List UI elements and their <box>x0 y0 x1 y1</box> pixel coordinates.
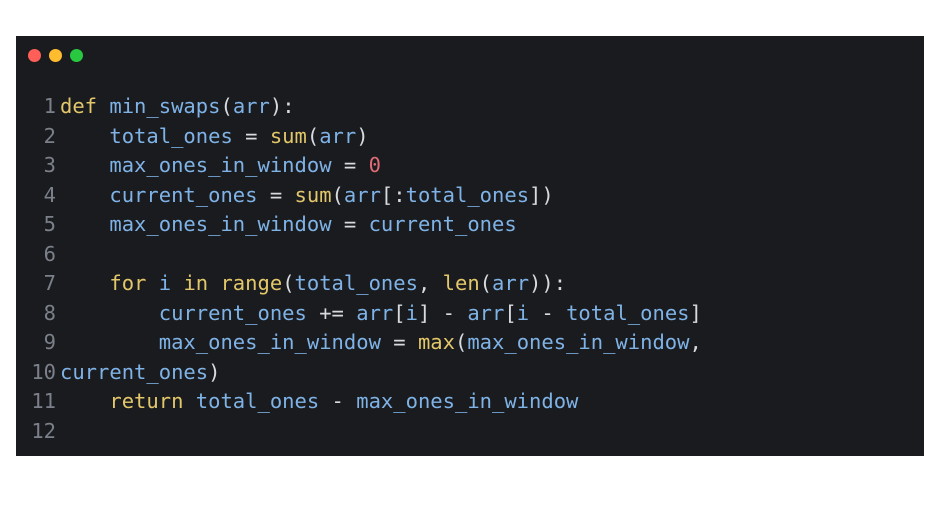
code-line: 12 <box>16 417 924 447</box>
code-line: 6 <box>16 240 924 270</box>
code-line: 7 for i in range(total_ones, len(arr)): <box>16 269 924 299</box>
line-number: 4 <box>43 182 56 207</box>
line-source: max_ones_in_window = max(max_ones_in_win… <box>158 330 702 354</box>
line-number: 3 <box>43 153 56 177</box>
maximize-icon[interactable] <box>70 49 83 62</box>
line-number: 11 <box>31 389 56 413</box>
window-controls <box>28 49 83 62</box>
line-number: 10 <box>31 359 56 384</box>
line-number: 2 <box>43 123 56 148</box>
code-line: 2 total_ones = sum(arr) <box>16 122 924 152</box>
line-number: 5 <box>43 212 56 236</box>
code-line: 5 max_ones_in_window = current_ones <box>16 210 924 240</box>
line-source: current_ones += arr[i] - arr[i - total_o… <box>158 300 702 325</box>
line-source: total_ones = sum(arr) <box>109 123 369 148</box>
code-line: 9 max_ones_in_window = max(max_ones_in_w… <box>16 328 924 358</box>
line-number: 7 <box>43 271 56 295</box>
minimize-icon[interactable] <box>49 49 62 62</box>
line-number: 6 <box>43 241 56 266</box>
code-line: 4 current_ones = sum(arr[:total_ones]) <box>16 181 924 211</box>
line-source: return total_ones - max_ones_in_window <box>109 389 579 413</box>
line-source: max_ones_in_window = 0 <box>109 153 381 177</box>
close-icon[interactable] <box>28 49 41 62</box>
line-number: 12 <box>31 418 56 443</box>
code-line: 3 max_ones_in_window = 0 <box>16 151 924 181</box>
line-source: for i in range(total_ones, len(arr)): <box>109 271 567 295</box>
code-line: 11 return total_ones - max_ones_in_windo… <box>16 387 924 417</box>
line-number: 1 <box>43 94 56 118</box>
line-number: 8 <box>43 300 56 325</box>
line-source: max_ones_in_window = current_ones <box>109 212 517 236</box>
line-source <box>60 417 924 447</box>
code-line: 8 current_ones += arr[i] - arr[i - total… <box>16 299 924 329</box>
line-source: def min_swaps(arr): <box>60 94 295 118</box>
line-source: current_ones = sum(arr[:total_ones]) <box>109 182 554 207</box>
line-source: current_ones) <box>60 359 221 384</box>
line-number: 9 <box>43 330 56 354</box>
line-source <box>60 240 924 270</box>
